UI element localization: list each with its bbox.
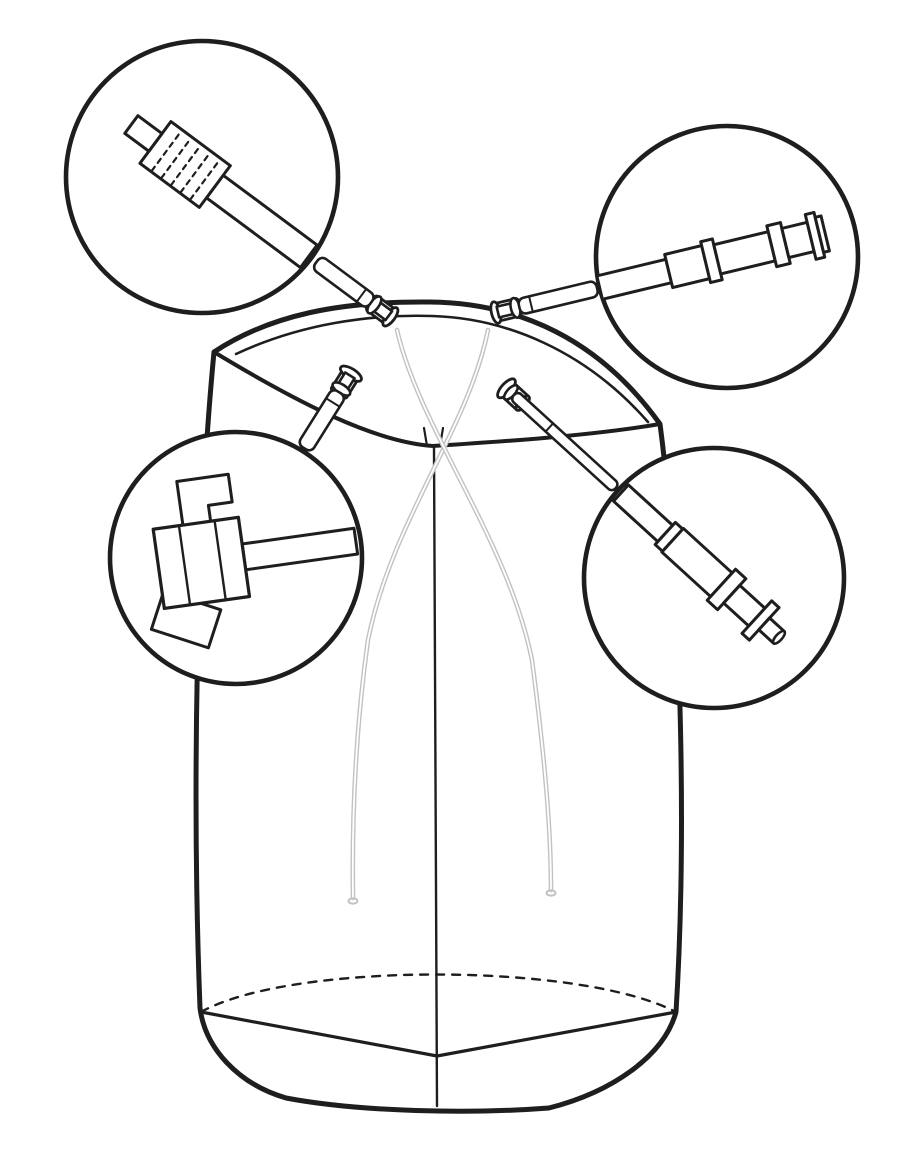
bag-lower-lip: [212, 350, 662, 448]
stub-connector-line: [528, 295, 534, 313]
connector-cap-nub: [123, 114, 164, 153]
luer-lock-connector: [612, 483, 787, 645]
stub-connector-line: [355, 287, 368, 303]
stub-connector: [517, 280, 600, 315]
stub-connector-line: [325, 397, 341, 408]
stub-tube-line: [544, 422, 555, 433]
dip-tube-left-tip: [347, 897, 359, 905]
dip-tube-left-core: [351, 329, 489, 899]
clamp-lever-hook: [175, 472, 234, 527]
dip-tube-right-core: [396, 329, 552, 891]
tube-stub-mid-right: [502, 383, 619, 492]
stub-connector: [298, 389, 346, 452]
connector-cap-corrugation-dashes: [150, 129, 222, 201]
bag-keel-front: [199, 1010, 678, 1058]
bag: [193, 299, 684, 1114]
stub-connector: [312, 256, 375, 308]
capped-tube-connector: [123, 114, 319, 270]
tube-stub-top-left: [312, 256, 394, 322]
bag-center-crease: [432, 446, 439, 1108]
clamp-body-division: [177, 519, 227, 607]
quick-connect-coupling: [595, 210, 831, 301]
luer-tip-end: [771, 629, 787, 645]
clamp-body: [151, 515, 252, 611]
tube-stub-top-right: [495, 280, 600, 319]
tube-stub-mid-left: [298, 371, 356, 452]
dip-tubes: [347, 327, 557, 905]
stub-tube: [510, 391, 619, 492]
dip-tube-right-tip: [545, 889, 557, 897]
bag-keel-back-dashed: [199, 973, 678, 1014]
coupling-end-cap: [813, 214, 831, 254]
bag-rim-inner: [234, 314, 650, 424]
pinch-clamp-connector: [149, 472, 360, 650]
